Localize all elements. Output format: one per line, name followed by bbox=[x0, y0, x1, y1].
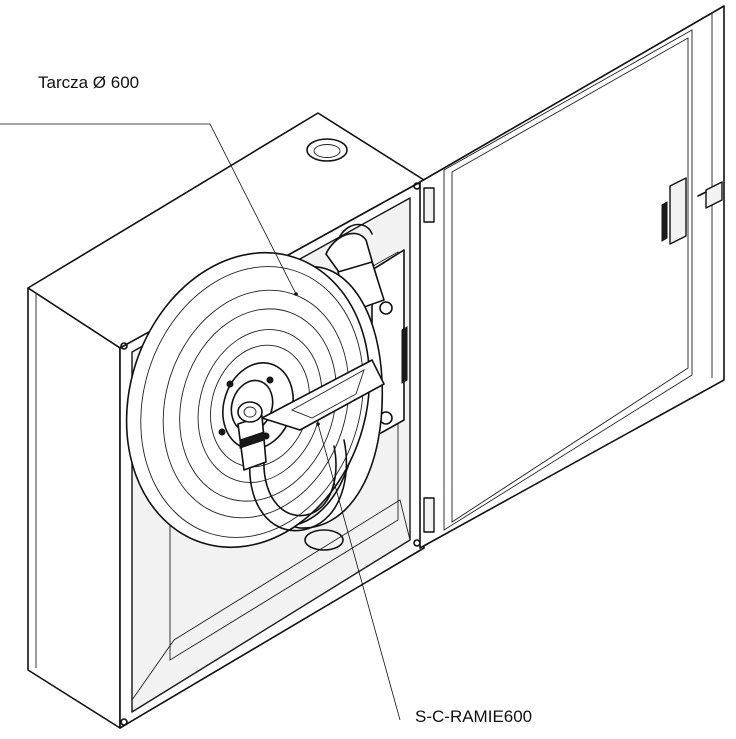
arm-leader-line bbox=[317, 423, 401, 721]
door-latch bbox=[661, 177, 723, 245]
top-cable-hole bbox=[306, 138, 348, 162]
cabinet-door bbox=[419, 5, 725, 549]
door-hinge-top bbox=[423, 187, 435, 223]
hose-nozzle bbox=[237, 401, 348, 532]
door-hinge-bottom bbox=[423, 497, 435, 533]
bottom-cable-hole bbox=[304, 529, 344, 551]
door-panel bbox=[419, 5, 725, 549]
disc-leader-line bbox=[0, 123, 297, 295]
arm-callout-label: S-C-RAMIE600 bbox=[415, 707, 533, 726]
cabinet-left-side bbox=[27, 287, 121, 729]
disc-callout-label: Tarcza Ø 600 bbox=[38, 73, 140, 92]
reel-disc bbox=[125, 251, 371, 549]
swing-arm bbox=[261, 359, 385, 431]
leader-lines bbox=[0, 123, 401, 721]
